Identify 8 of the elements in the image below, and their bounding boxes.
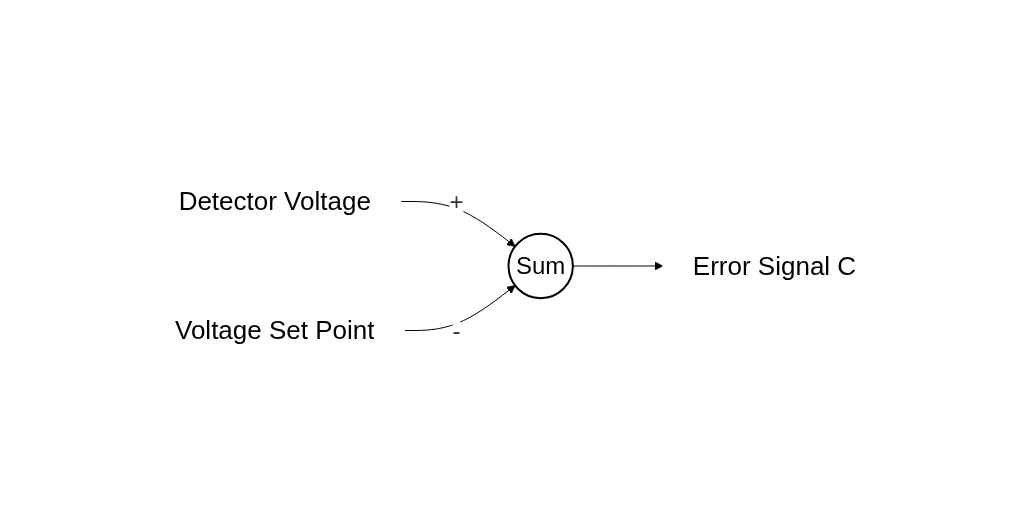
node-text: Error Signal C (693, 250, 857, 280)
node-text: Detector Voltage (179, 185, 372, 216)
arrow (404, 284, 516, 331)
arrow (400, 200, 516, 247)
edge-label: - (452, 316, 461, 343)
edge-label: + (449, 187, 464, 214)
node-circle: Sum (507, 232, 575, 299)
node-text: Voltage Set Point (175, 314, 375, 345)
